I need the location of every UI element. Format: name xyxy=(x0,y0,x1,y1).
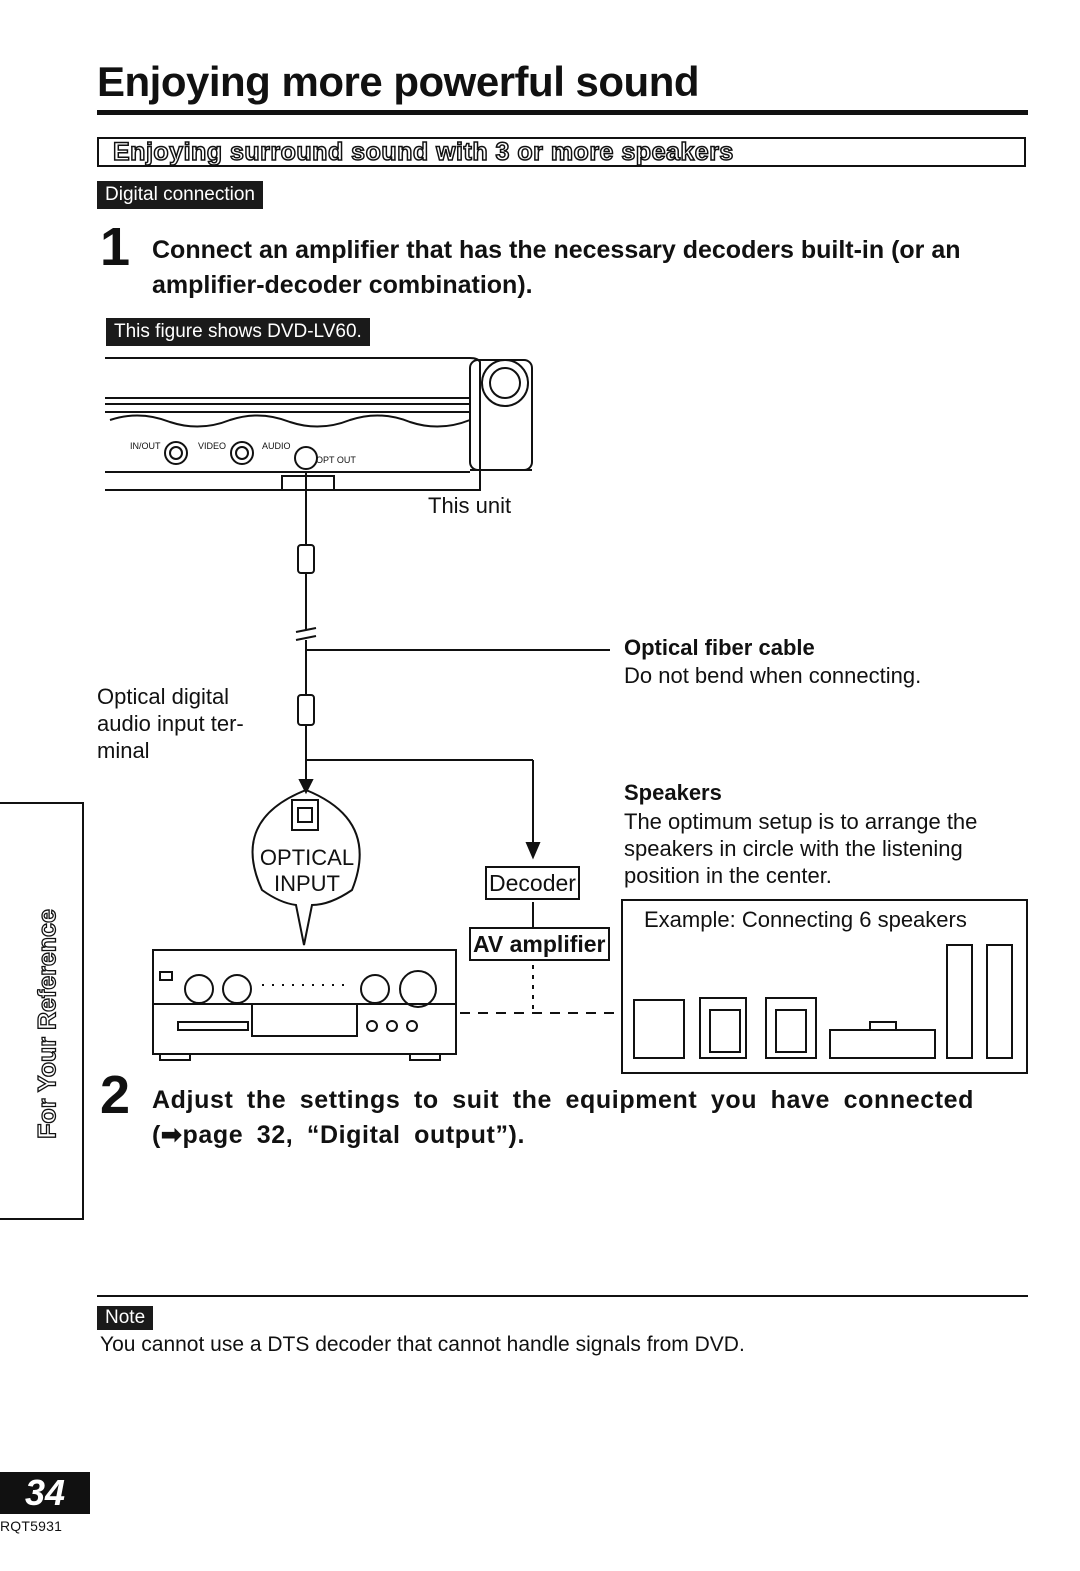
title-underline xyxy=(97,110,1028,115)
optical-input-label: OPTICAL INPUT xyxy=(259,845,355,896)
unit-jack-label: AUDIO xyxy=(262,441,291,451)
step-1-text: Connect an amplifier that has the necess… xyxy=(152,236,961,299)
page-title: Enjoying more powerful sound xyxy=(97,58,700,105)
figure-note-tag: This figure shows DVD-LV60. xyxy=(106,318,370,346)
optical-fiber-desc: Do not bend when connecting. xyxy=(624,663,922,688)
example-label: Example: Connecting 6 speakers xyxy=(644,907,967,932)
speakers-desc: The optimum setup is to arrange the spea… xyxy=(624,809,978,888)
decoder-label: Decoder xyxy=(485,866,580,900)
section-heading: Enjoying surround sound with 3 or more s… xyxy=(112,137,734,167)
unit-jack-label: IN/OUT xyxy=(130,441,161,451)
note-tag: Note xyxy=(97,1306,154,1330)
optical-fiber-cable xyxy=(295,472,610,860)
step-2-number: 2 xyxy=(100,1065,131,1125)
unit-jack-label: VIDEO xyxy=(198,441,226,451)
optical-fiber-title: Optical fiber cable xyxy=(624,635,815,660)
step-1-number: 1 xyxy=(100,217,131,277)
note-text: You cannot use a DTS decoder that cannot… xyxy=(100,1333,745,1356)
dvd-unit-illustration xyxy=(105,357,533,491)
side-tab: For Your Reference xyxy=(0,802,84,1220)
document-code: RQT5931 xyxy=(0,1518,63,1534)
speakers-title: Speakers xyxy=(624,780,722,805)
note-divider xyxy=(97,1295,1028,1297)
av-amplifier-illustration xyxy=(152,949,457,1061)
side-tab-label: For Your Reference xyxy=(33,908,62,1139)
this-unit-label: This unit xyxy=(428,493,512,518)
digital-connection-tag: Digital connection xyxy=(97,181,263,209)
page-number: 34 xyxy=(0,1472,90,1514)
av-amplifier-label: AV amplifier xyxy=(469,927,610,961)
speakers-example-illustration xyxy=(621,899,1028,1074)
connection-diagram: IN/OUT VIDEO AUDIO OPT OUT xyxy=(105,357,1028,1074)
step-2-text: Adjust the settings to suit the equipmen… xyxy=(152,1086,975,1149)
section-heading-box: Enjoying surround sound with 3 or more s… xyxy=(97,137,1026,167)
unit-jack-label: OPT OUT xyxy=(316,455,356,465)
terminal-label: Optical digital audio input ter-minal xyxy=(97,684,244,763)
